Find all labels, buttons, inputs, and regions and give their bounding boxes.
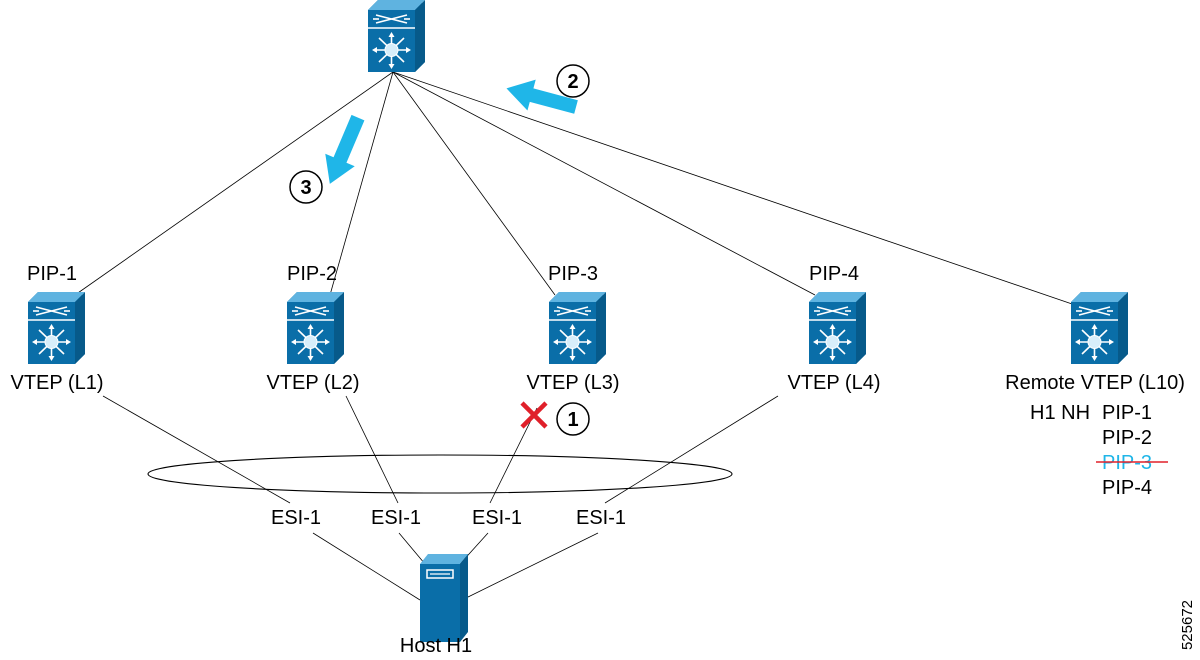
link-l1-esi [102, 395, 291, 504]
host-label: Host H1 [400, 635, 472, 657]
leaf-switch-icon [27, 291, 86, 365]
step-3-number: 3 [300, 177, 311, 199]
figure-id: 525672 [1179, 600, 1196, 650]
link-spine-l2 [329, 71, 394, 296]
host-links [102, 395, 779, 601]
esi-label-1: ESI-1 [271, 507, 321, 529]
leaf-l4: PIP-4 VTEP (L4) [788, 263, 881, 394]
failure-x-icon [520, 401, 548, 429]
next-hop-1: PIP-1 [1102, 402, 1152, 424]
step-1-badge: 1 [556, 402, 590, 436]
next-hop-3-withdrawn: PIP-3 [1102, 452, 1152, 474]
step-2-number: 2 [567, 71, 578, 93]
esi-label-4: ESI-1 [576, 507, 626, 529]
link-spine-l4 [392, 71, 816, 296]
esi-label-2: ESI-1 [371, 507, 421, 529]
next-hop-2: PIP-2 [1102, 427, 1152, 449]
remote-vtep: Remote VTEP (L10) H1 NH PIP-1 PIP-2 PIP-… [1005, 291, 1185, 499]
esi-labels: ESI-1 ESI-1 ESI-1 ESI-1 [262, 505, 636, 531]
leaf-switch-icon [548, 291, 607, 365]
pip-label-2: PIP-2 [287, 263, 337, 285]
vtep-label-3: VTEP (L3) [527, 372, 620, 394]
vtep-label-4: VTEP (L4) [788, 372, 881, 394]
vtep-label-1: VTEP (L1) [11, 372, 104, 394]
host-h1: Host H1 [400, 553, 472, 657]
nh-prefix: H1 NH [1030, 402, 1090, 424]
step-2-badge: 2 [556, 64, 590, 98]
leaf-l2: PIP-2 VTEP (L2) [267, 263, 360, 394]
leaf-switch-icon [808, 291, 867, 365]
spine-switch-icon [367, 0, 426, 73]
link-l2-esi [345, 395, 399, 504]
esi-ellipse [147, 454, 733, 494]
pip-label-3: PIP-3 [548, 263, 598, 285]
link-esi2-host [398, 532, 426, 565]
link-spine-l10 [392, 71, 1076, 306]
link-spine-l3 [392, 71, 556, 296]
link-esi1-host [312, 532, 421, 601]
leaf-switch-icon [286, 291, 345, 365]
link-spine-l1 [74, 71, 394, 296]
step-3-badge: 3 [289, 170, 323, 204]
spine-links [74, 71, 1076, 306]
leaf-l3: PIP-3 VTEP (L3) [527, 263, 620, 394]
link-esi4-host [465, 532, 599, 599]
pip-label-4: PIP-4 [809, 263, 859, 285]
link-l4-esi [604, 395, 779, 504]
next-hop-4: PIP-4 [1102, 477, 1152, 499]
server-icon [419, 553, 469, 643]
esi-label-3: ESI-1 [472, 507, 522, 529]
vtep-label-2: VTEP (L2) [267, 372, 360, 394]
step-1-number: 1 [567, 409, 578, 431]
remote-switch-icon [1070, 291, 1129, 365]
step-3-arrow-icon [315, 111, 373, 191]
leaf-l1: PIP-1 VTEP (L1) [11, 263, 104, 394]
remote-vtep-label: Remote VTEP (L10) [1005, 372, 1185, 394]
pip-label-1: PIP-1 [27, 263, 77, 285]
